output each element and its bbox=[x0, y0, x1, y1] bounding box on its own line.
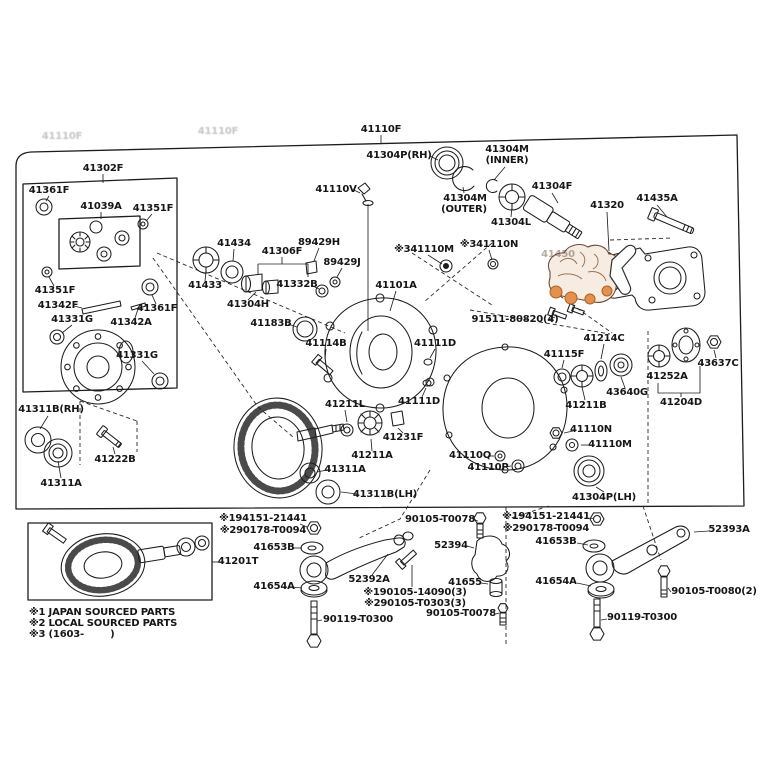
part-label: 41304M bbox=[485, 144, 529, 155]
part-label: 41304P(LH) bbox=[571, 492, 637, 503]
part-label: 41434 bbox=[217, 238, 251, 249]
part-label: 41332B bbox=[276, 279, 318, 290]
part-label: 41306F bbox=[261, 246, 303, 257]
part-label: 41351F bbox=[34, 285, 76, 296]
part-label: 90119-T0300 bbox=[323, 614, 393, 625]
part-label: 41110V bbox=[315, 184, 357, 195]
part-label: 41183B bbox=[250, 318, 292, 329]
part-label: 41655 bbox=[448, 577, 482, 588]
part-label: (INNER) bbox=[485, 155, 529, 166]
note-local-sourced: ※2 LOCAL SOURCED PARTS bbox=[29, 618, 178, 629]
part-label: 41110P bbox=[467, 462, 509, 473]
part-label: 41320 bbox=[590, 200, 624, 211]
part-label: 41304M bbox=[443, 193, 487, 204]
part-label: 41110M bbox=[588, 439, 632, 450]
part-label: ※194151-21441 bbox=[502, 511, 590, 522]
part-label: (OUTER) bbox=[441, 204, 487, 215]
part-label: 41304F bbox=[531, 181, 573, 192]
part-label: 41654A bbox=[535, 576, 577, 587]
part-label: 41110N bbox=[570, 424, 612, 435]
part-label: ※194151-21441 bbox=[219, 513, 307, 524]
part-label: 41361F bbox=[136, 303, 178, 314]
part-label: 41433 bbox=[188, 280, 222, 291]
part-label: 41342F bbox=[37, 300, 79, 311]
part-label: 90119-T0300 bbox=[607, 612, 677, 623]
leader-lines bbox=[39, 135, 717, 622]
part-label: 52394 bbox=[434, 540, 468, 551]
part-label: 41361F bbox=[28, 185, 70, 196]
part-label: 41304H bbox=[227, 299, 269, 310]
part-label: ※341110M bbox=[394, 244, 454, 255]
part-label: 41311A bbox=[40, 478, 82, 489]
note-japan-sourced: ※1 JAPAN SOURCED PARTS bbox=[29, 607, 176, 618]
part-label: 41653B bbox=[253, 542, 295, 553]
part-label: ※290178-T0094 bbox=[502, 523, 590, 534]
part-label: 41115F bbox=[543, 349, 585, 360]
part-label: 90105-T0080(2) bbox=[671, 586, 757, 597]
part-label: 41201T bbox=[217, 556, 259, 567]
part-label: 41331G bbox=[51, 314, 93, 325]
part-label: 52393A bbox=[708, 524, 750, 535]
part-label: 90105-T0078 bbox=[405, 514, 475, 525]
part-label: 41331G bbox=[116, 350, 158, 361]
part-label: ※190105-14090(3) bbox=[363, 587, 467, 598]
part-label: 41110Q bbox=[448, 450, 492, 461]
part-label: 41211A bbox=[351, 450, 393, 461]
part-label: 41039A bbox=[80, 201, 122, 212]
ghost-label: 41110F bbox=[41, 131, 83, 142]
part-label: 41114B bbox=[305, 338, 347, 349]
part-label: 41222B bbox=[94, 454, 136, 465]
part-label: 41342A bbox=[110, 317, 152, 328]
part-shapes bbox=[24, 146, 722, 648]
note-date-range: ※3 (1603- ) bbox=[29, 629, 115, 640]
part-label: ※290105-T0303(3) bbox=[364, 598, 466, 609]
part-label: 41214C bbox=[583, 333, 625, 344]
part-label: 90105-T0078 bbox=[426, 608, 496, 619]
part-label: 41231F bbox=[382, 432, 424, 443]
part-label: 41351F bbox=[132, 203, 174, 214]
part-label: 41302F bbox=[82, 163, 124, 174]
part-label: 89429H bbox=[298, 237, 340, 248]
part-label: 41211B bbox=[565, 400, 607, 411]
highlighted-part-label: 41450 bbox=[541, 249, 575, 260]
diagram-boxes bbox=[15, 134, 745, 601]
part-label: 41304L bbox=[491, 217, 531, 228]
part-label: 41304P(RH) bbox=[366, 150, 432, 161]
part-label: ※341110N bbox=[459, 239, 519, 250]
part-label: 43640G bbox=[606, 387, 648, 398]
part-label: 43637C bbox=[697, 358, 739, 369]
part-label: 41311B(RH) bbox=[18, 404, 84, 415]
highlighted-actuator-part bbox=[547, 244, 637, 305]
part-label: 41653B bbox=[535, 536, 577, 547]
part-label: 41111D bbox=[414, 338, 456, 349]
part-label: 41211L bbox=[325, 399, 365, 410]
part-label: 41654A bbox=[253, 581, 295, 592]
part-label: 41311A bbox=[324, 464, 366, 475]
part-label: 41311B(LH) bbox=[352, 489, 418, 500]
part-label: 41101A bbox=[375, 280, 417, 291]
part-label: ※290178-T0094 bbox=[219, 525, 307, 536]
part-label: 41110F bbox=[360, 124, 402, 135]
part-label: 41252A bbox=[646, 371, 688, 382]
part-label: 89429J bbox=[323, 257, 361, 268]
part-label: 41435A bbox=[636, 193, 678, 204]
part-label: 52392A bbox=[348, 574, 390, 585]
part-label: 41204D bbox=[660, 397, 702, 408]
part-label: 91511-80820(4) bbox=[471, 314, 559, 325]
part-label: 41111D bbox=[398, 396, 440, 407]
ghost-label: 41110F bbox=[197, 126, 239, 137]
